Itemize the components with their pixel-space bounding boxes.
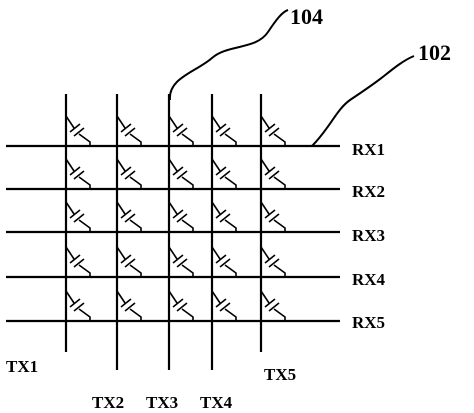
tx-label: TX5 <box>264 365 296 384</box>
capacitor-symbol <box>65 201 91 232</box>
rx-label: RX1 <box>352 140 385 159</box>
capacitor-symbol <box>168 246 194 277</box>
capacitor-symbol <box>116 158 142 189</box>
ref-label-102: 102 <box>418 40 451 65</box>
capacitor-symbol <box>168 201 194 232</box>
tx-label: TX2 <box>92 393 124 412</box>
capacitor-symbol <box>211 115 237 146</box>
tx-label: TX4 <box>200 393 233 412</box>
capacitor-symbol <box>116 290 142 321</box>
capacitor-symbol <box>260 290 286 321</box>
leader-line-104 <box>168 9 289 101</box>
rx-label: RX4 <box>352 270 386 289</box>
rx-label: RX5 <box>352 313 385 332</box>
leader-line-102 <box>311 55 415 147</box>
capacitor-symbol <box>211 290 237 321</box>
ref-label-104: 104 <box>290 4 323 29</box>
capacitor-symbol <box>65 290 91 321</box>
capacitor-symbol <box>211 246 237 277</box>
capacitor-symbol <box>168 290 194 321</box>
rx-label: RX3 <box>352 226 385 245</box>
capacitor-symbol <box>211 158 237 189</box>
capacitor-symbol <box>168 158 194 189</box>
tx-label: TX3 <box>146 393 178 412</box>
capacitor-symbol <box>168 115 194 146</box>
capacitor-symbol <box>65 115 91 146</box>
electrode-grid <box>6 94 340 370</box>
capacitor-symbol <box>211 201 237 232</box>
capacitor-symbol <box>116 115 142 146</box>
capacitor-symbol <box>116 246 142 277</box>
tx-label: TX1 <box>6 357 38 376</box>
capacitor-symbol <box>260 201 286 232</box>
capacitor-symbol <box>116 201 142 232</box>
capacitor-symbol <box>65 158 91 189</box>
capacitor-symbol <box>260 246 286 277</box>
capacitor-symbol <box>65 246 91 277</box>
capacitor-symbol <box>260 158 286 189</box>
rx-label: RX2 <box>352 182 385 201</box>
mutual-capacitors <box>65 115 286 321</box>
capacitor-symbol <box>260 115 286 146</box>
